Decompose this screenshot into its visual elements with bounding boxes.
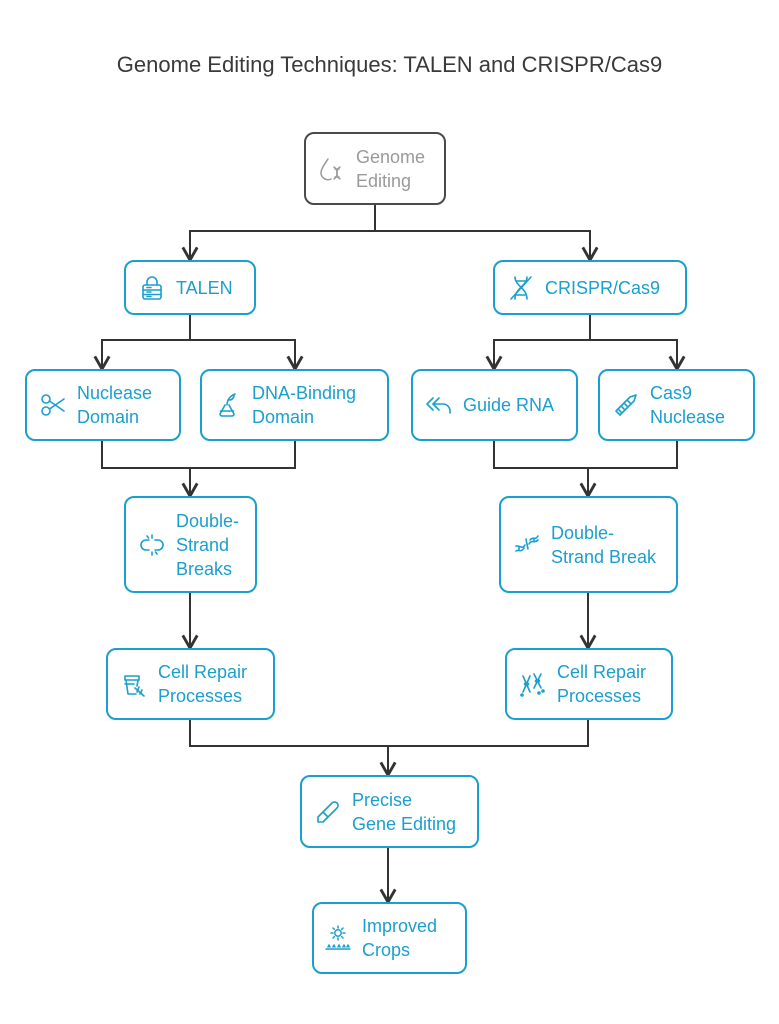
broken-dna-icon bbox=[515, 534, 539, 552]
scalpel-icon bbox=[317, 800, 339, 823]
scissors-icon bbox=[41, 394, 65, 416]
chromosomes-icon bbox=[520, 673, 545, 697]
edge-guide-dsb bbox=[493, 441, 597, 498]
crispr-cas9-label: CRISPR/Cas9 bbox=[545, 277, 661, 298]
flask-icon bbox=[219, 393, 236, 417]
dna-strand-icon bbox=[510, 275, 532, 300]
double-strand-break-label: Double-Strand Break bbox=[551, 522, 657, 567]
talen-label: TALEN bbox=[176, 277, 233, 298]
edge-repair-crispr-precise bbox=[388, 720, 589, 747]
crispr-cas9-node: CRISPR/Cas9 bbox=[493, 260, 687, 315]
saw-icon bbox=[615, 394, 637, 416]
guide-rna-label: Guide RNA bbox=[463, 395, 555, 415]
edge-talen-nuclease bbox=[93, 315, 191, 371]
edge-root-talen bbox=[181, 205, 376, 262]
double-strand-break-node: Double-Strand Break bbox=[499, 496, 678, 593]
edge-nuclease-dsb bbox=[101, 441, 199, 498]
page-title: Genome Editing Techniques: TALEN and CRI… bbox=[116, 52, 663, 77]
dna-drop-icon bbox=[320, 157, 341, 180]
guide-rna-node: Guide RNA bbox=[411, 369, 578, 441]
broken-link-icon bbox=[140, 533, 164, 556]
repair-kit-icon bbox=[124, 675, 145, 697]
edge-repair-talen-precise bbox=[189, 720, 397, 777]
edge-root-crispr bbox=[375, 230, 599, 262]
edge-crispr-cas9 bbox=[590, 339, 686, 371]
edge-talen-binding bbox=[190, 339, 304, 371]
edge-binding-dsb bbox=[190, 441, 296, 469]
sun-crops-icon bbox=[325, 925, 351, 950]
double-arrow-back-icon bbox=[426, 397, 451, 414]
edge-cas9-dsb bbox=[588, 441, 678, 469]
talen-node: TALEN bbox=[124, 260, 256, 315]
edge-crispr-guide bbox=[485, 315, 591, 371]
lock-icon bbox=[142, 275, 162, 300]
